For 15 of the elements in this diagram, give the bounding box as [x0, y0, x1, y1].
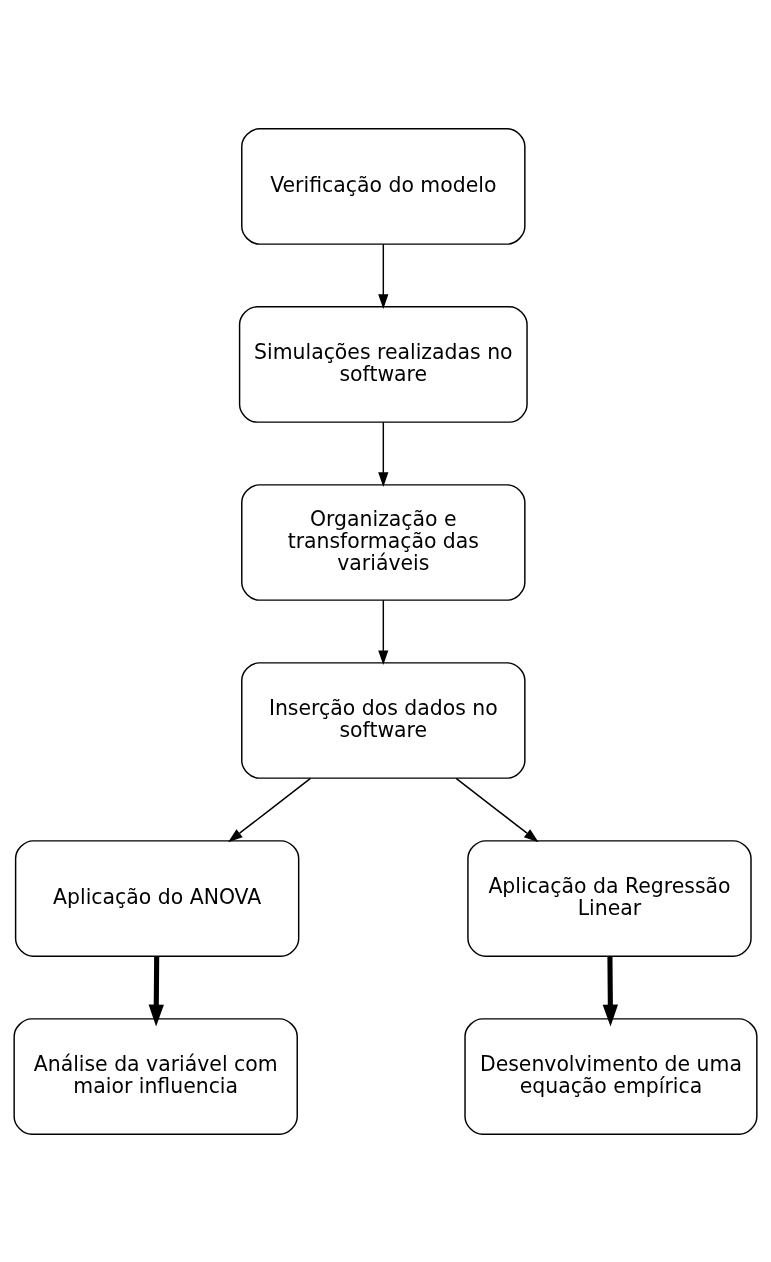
- node-box: Aplicação da Regressão Linear: [467, 839, 752, 957]
- arrow: [378, 243, 389, 309]
- arrow: [228, 777, 312, 842]
- arrow: [378, 599, 389, 665]
- node-box: Inserção dos dados no software: [241, 661, 526, 779]
- arrow: [602, 955, 619, 1027]
- node-box: Simulações realizadas no software: [238, 305, 528, 423]
- node-box: Verificação do modelo: [241, 127, 526, 245]
- node-box: Organização e transformação das variáveis: [241, 483, 526, 601]
- node-box: Aplicação do ANOVA: [14, 839, 300, 957]
- node-box: Desenvolvimento de uma equação empírica: [464, 1017, 758, 1135]
- arrow: [378, 421, 389, 487]
- node-box: Análise da variável com maior influencia: [13, 1017, 298, 1135]
- arrow: [148, 955, 164, 1027]
- arrow: [455, 777, 539, 842]
